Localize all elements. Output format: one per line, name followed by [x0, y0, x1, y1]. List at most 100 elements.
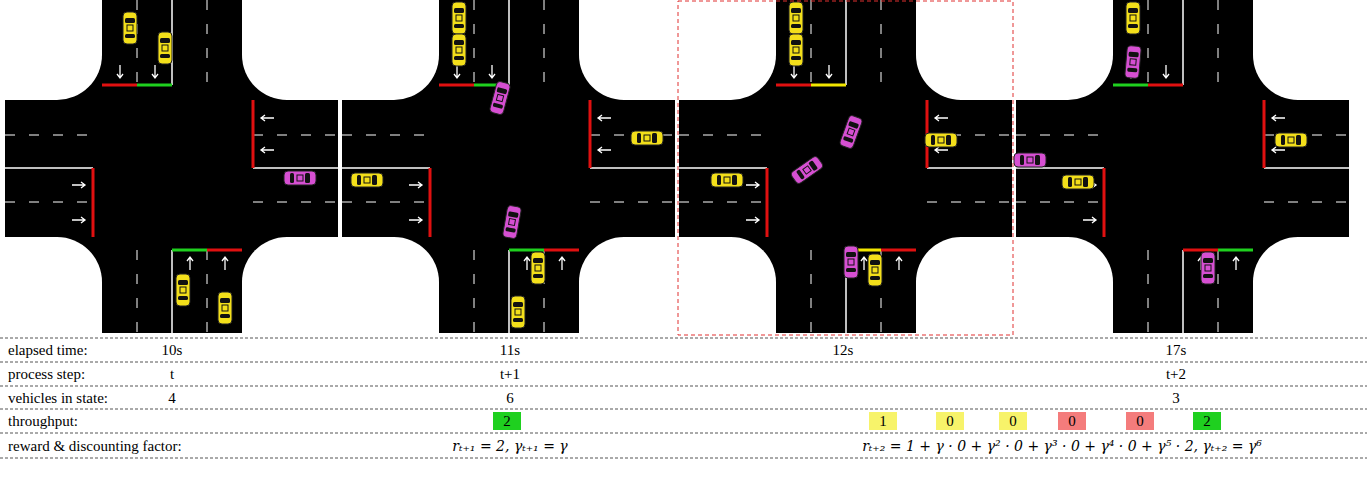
lane-arrow	[1163, 65, 1169, 78]
curb-corner	[916, 237, 1012, 333]
vehicle	[844, 246, 858, 278]
lane-divider	[207, 250, 208, 333]
curb-corner	[1253, 0, 1349, 100]
lane-arrow	[935, 147, 948, 153]
lane-arrow	[1272, 115, 1285, 121]
vehicle-window	[454, 24, 464, 28]
vehicle	[158, 32, 172, 64]
signal-stop-line	[509, 249, 544, 252]
lane-arrow	[409, 182, 422, 188]
vehicle	[631, 131, 663, 145]
lane-arrow	[152, 65, 158, 78]
vehicle-window	[931, 135, 935, 145]
vehicle	[711, 173, 743, 187]
step-value: t+2	[1166, 365, 1186, 383]
lane-arrow	[261, 115, 274, 121]
vehicle-body	[511, 296, 525, 328]
intersection-panel	[342, 0, 675, 333]
vehicle-roof	[872, 267, 878, 273]
lane-divider	[342, 135, 430, 136]
vehicle	[218, 292, 232, 324]
lane-divider	[811, 0, 812, 85]
vehicle-body	[1014, 153, 1046, 167]
vehicle-window	[493, 103, 504, 109]
vehicle-body	[631, 131, 663, 145]
lane-divider	[544, 0, 545, 85]
signal-stop-line	[1263, 100, 1266, 168]
vehicle-window	[160, 38, 170, 43]
vehicle-window	[843, 136, 854, 143]
lane-divider	[1148, 0, 1149, 85]
vehicle-window	[791, 24, 801, 28]
vehicle-window	[870, 276, 880, 280]
vehicle-window	[846, 268, 856, 272]
signal-stop-line	[776, 84, 811, 87]
lane-arrow	[896, 257, 902, 270]
vehicle-body	[284, 171, 316, 185]
road-surface	[5, 0, 338, 333]
vehicle-window	[1128, 52, 1138, 58]
throughput-box: 0	[1058, 412, 1086, 430]
signal-stop-line	[766, 168, 769, 237]
lane-arrow	[746, 217, 759, 223]
lane-divider	[590, 202, 675, 203]
center-line	[845, 0, 847, 85]
lane-divider	[679, 135, 767, 136]
vehicle-window	[946, 135, 951, 145]
vehicle	[1014, 153, 1046, 167]
vehicle	[489, 81, 511, 116]
vehicle-roof	[180, 287, 186, 293]
vehicle-roof	[1130, 15, 1136, 21]
lane-arrow	[409, 217, 422, 223]
lane-divider	[1218, 0, 1219, 85]
count-value: 3	[1172, 389, 1180, 407]
vehicle-window	[220, 298, 230, 303]
vehicle-window	[791, 8, 801, 13]
signal-stop-line	[172, 249, 207, 252]
vehicle	[452, 34, 466, 66]
vehicle-body	[1125, 45, 1142, 78]
vehicle-window	[305, 173, 310, 183]
signal-stop-line	[1183, 249, 1218, 252]
lane-divider	[253, 202, 338, 203]
vehicle-body	[531, 252, 545, 284]
vehicle-window	[808, 160, 818, 171]
signal-stop-line	[102, 84, 137, 87]
vehicle	[531, 252, 545, 284]
curb-corner	[342, 0, 439, 100]
lane-arrow	[826, 65, 832, 78]
center-line	[1264, 167, 1349, 169]
highlight-frame	[678, 1, 1013, 335]
signal-stop-line	[429, 168, 432, 237]
lane-divider	[207, 0, 208, 85]
vehicle-window	[1128, 8, 1138, 13]
lane-divider	[1218, 250, 1219, 333]
vehicle-roof	[1130, 59, 1137, 66]
intersection-panel	[678, 0, 1013, 335]
center-line	[508, 0, 510, 85]
lane-arrow	[1083, 217, 1096, 223]
lane-arrow	[261, 147, 274, 153]
signal-stop-line	[92, 168, 95, 237]
throughput-box: 1	[869, 412, 897, 430]
vehicle-body	[176, 274, 190, 306]
vehicle-window	[372, 175, 377, 185]
throughput-value: 0	[1009, 413, 1017, 429]
curb-corner	[242, 0, 338, 100]
reward-formula: rₜ₊₂ = 1 + γ · 0 + γ² · 0 + γ³ · 0 + γ⁴ …	[862, 437, 1262, 455]
vehicle-window	[1020, 155, 1024, 165]
vehicle-window	[125, 18, 135, 23]
vehicle-body	[351, 173, 383, 187]
lane-divider	[927, 202, 1012, 203]
signal-stop-line	[811, 84, 846, 87]
vehicle-roof	[1075, 179, 1081, 185]
vehicle-roof	[364, 177, 370, 183]
vehicle	[790, 155, 824, 185]
curb-corner	[5, 237, 102, 333]
vehicle-body	[218, 292, 232, 324]
vehicle-window	[513, 302, 523, 307]
vehicle-window	[1068, 177, 1072, 187]
vehicle-roof	[509, 219, 516, 226]
curb-corner	[1016, 237, 1113, 333]
vehicle-roof	[724, 177, 730, 183]
